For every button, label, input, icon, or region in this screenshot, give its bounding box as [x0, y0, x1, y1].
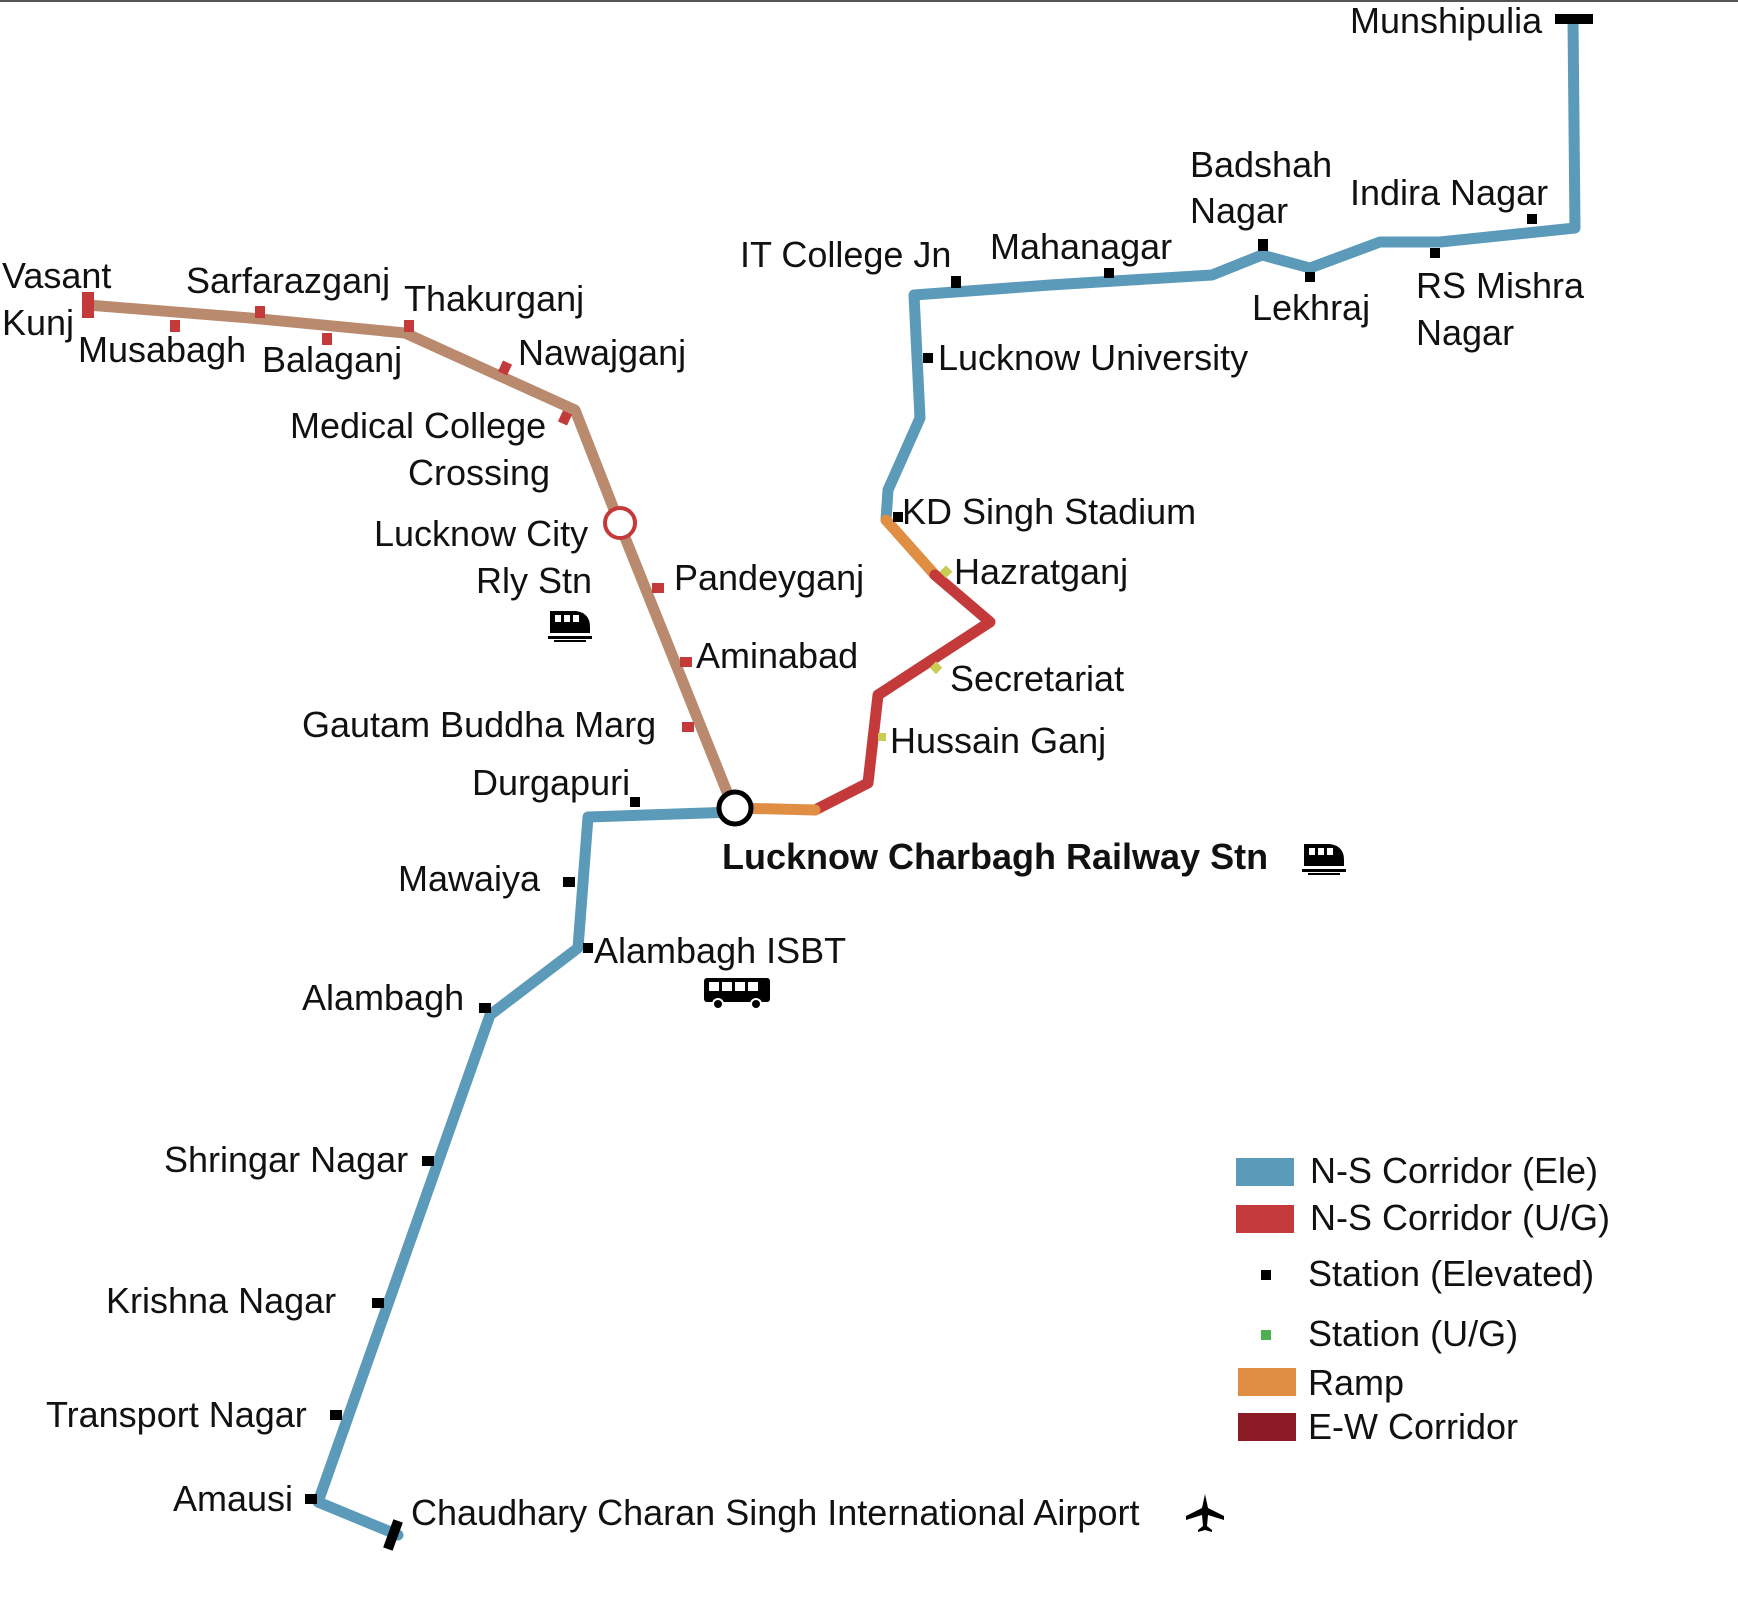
label-transport-nagar: Transport Nagar	[46, 1394, 307, 1435]
label-airport: Chaudhary Charan Singh International Air…	[411, 1492, 1140, 1533]
station-marker-mahanagar	[1104, 268, 1114, 278]
legend-label-station-ele: Station (Elevated)	[1308, 1253, 1595, 1294]
label-amausi: Amausi	[173, 1478, 294, 1519]
station-marker-amausi	[305, 1494, 317, 1504]
station-marker-alambagh	[479, 1003, 491, 1013]
label-charbagh: Lucknow Charbagh Railway Stn	[722, 836, 1269, 877]
label-gautam-buddha: Gautam Buddha Marg	[302, 704, 657, 745]
label-lucknow-university: Lucknow University	[938, 337, 1249, 378]
station-marker-durgapuri	[630, 797, 640, 807]
label-it-college: IT College Jn	[740, 234, 952, 275]
station-marker-shringar-nagar	[422, 1156, 434, 1166]
station-marker-lucknow-university	[923, 353, 933, 363]
airport-terminus	[383, 1519, 403, 1551]
munshipulia-terminus	[1555, 14, 1593, 24]
station-marker-badshah-nagar	[1258, 239, 1268, 251]
label-nawajganj: Nawajganj	[518, 332, 687, 373]
label-sarfarazganj: Sarfarazganj	[186, 260, 391, 301]
station-marker-it-college	[951, 276, 961, 288]
legend-label-ramp: Ramp	[1308, 1362, 1405, 1403]
legend-swatch-ew	[1238, 1413, 1296, 1441]
interchange-charbagh	[716, 789, 754, 827]
interchange-lucknow-city	[603, 506, 637, 540]
label-munshipulia: Munshipulia	[1350, 0, 1543, 41]
label-rs-mishra-line1: RS Mishra	[1416, 265, 1585, 306]
legend-swatch-ramp	[1238, 1368, 1296, 1396]
label-musabagh: Musabagh	[78, 329, 247, 370]
station-marker-transport-nagar	[330, 1410, 342, 1420]
ns-elevated-south-line	[312, 806, 741, 1541]
station-marker-pandeyganj	[652, 583, 664, 593]
station-marker-thakurganj	[404, 320, 414, 332]
station-marker-sarfarazganj	[255, 306, 265, 318]
station-marker-medical-college	[557, 410, 573, 426]
label-mawaiya: Mawaiya	[398, 858, 541, 899]
station-marker-secretariat	[929, 661, 943, 675]
label-medical-college-line1: Medical College	[290, 405, 547, 446]
station-marker-mawaiya	[563, 877, 575, 887]
station-marker-aminabad	[680, 657, 692, 667]
legend-swatch-station-ug	[1261, 1330, 1271, 1340]
legend-label-station-ug: Station (U/G)	[1308, 1313, 1519, 1354]
label-lekhraj: Lekhraj	[1252, 287, 1371, 328]
station-marker-krishna-nagar	[372, 1298, 384, 1308]
bus-icon	[704, 978, 770, 1010]
label-badshah-nagar-line1: Badshah	[1190, 144, 1333, 185]
label-vasant-kunj-line1: Vasant	[2, 255, 112, 296]
label-lucknow-city-line2: Rly Stn	[476, 560, 593, 601]
station-marker-kd-singh	[893, 512, 903, 522]
label-mahanagar: Mahanagar	[990, 226, 1173, 267]
ramp-north-line	[880, 514, 941, 581]
vasant-kunj-terminus	[82, 292, 94, 318]
label-rs-mishra-line2: Nagar	[1416, 312, 1515, 353]
station-marker-alambagh-isbt	[583, 943, 593, 953]
ns-elevated-north-line	[880, 14, 1581, 526]
label-medical-college-line2: Crossing	[408, 452, 551, 493]
label-indira-nagar: Indira Nagar	[1350, 172, 1549, 213]
label-alambagh: Alambagh	[302, 977, 465, 1018]
label-kd-singh: KD Singh Stadium	[902, 491, 1197, 532]
legend-label-ew: E-W Corridor	[1308, 1406, 1519, 1447]
legend-label-ns-ele: N-S Corridor (Ele)	[1310, 1150, 1599, 1191]
label-shringar-nagar: Shringar Nagar	[164, 1139, 409, 1180]
top-border	[0, 0, 1738, 2]
label-krishna-nagar: Krishna Nagar	[106, 1280, 337, 1321]
legend-swatch-ns-ug	[1236, 1205, 1294, 1233]
station-marker-balaganj	[322, 333, 332, 345]
legend-label-ns-ug: N-S Corridor (U/G)	[1310, 1197, 1611, 1238]
station-marker-rs-mishra	[1430, 248, 1440, 258]
station-marker-lekhraj	[1305, 272, 1315, 282]
ns-underground-line	[809, 569, 996, 816]
train-icon	[1302, 844, 1346, 875]
label-aminabad: Aminabad	[696, 635, 859, 676]
label-secretariat: Secretariat	[950, 658, 1125, 699]
legend-swatch-ns-ele	[1236, 1158, 1294, 1186]
label-alambagh-isbt: Alambagh ISBT	[594, 930, 847, 971]
station-marker-hussain-ganj	[878, 733, 886, 741]
train-icon	[548, 611, 592, 642]
label-vasant-kunj-line2: Kunj	[2, 302, 75, 343]
ew-corridor-line	[82, 299, 741, 818]
label-badshah-nagar-line2: Nagar	[1190, 190, 1289, 231]
label-balaganj: Balaganj	[262, 339, 403, 380]
label-durgapuri: Durgapuri	[472, 762, 631, 803]
legend-swatch-station-ele	[1261, 1270, 1271, 1280]
station-marker-nawajganj	[497, 360, 513, 376]
airplane-icon	[1186, 1494, 1224, 1532]
station-marker-gautam-buddha	[682, 722, 694, 732]
label-hussain-ganj: Hussain Ganj	[890, 720, 1107, 761]
station-marker-musabagh	[170, 320, 180, 332]
label-pandeyganj: Pandeyganj	[674, 557, 865, 598]
station-marker-indira-nagar	[1527, 214, 1537, 224]
station-marker-hazratganj	[939, 565, 953, 579]
label-thakurganj: Thakurganj	[404, 278, 585, 319]
label-lucknow-city-line1: Lucknow City	[374, 513, 589, 554]
label-hazratganj: Hazratganj	[954, 551, 1129, 592]
